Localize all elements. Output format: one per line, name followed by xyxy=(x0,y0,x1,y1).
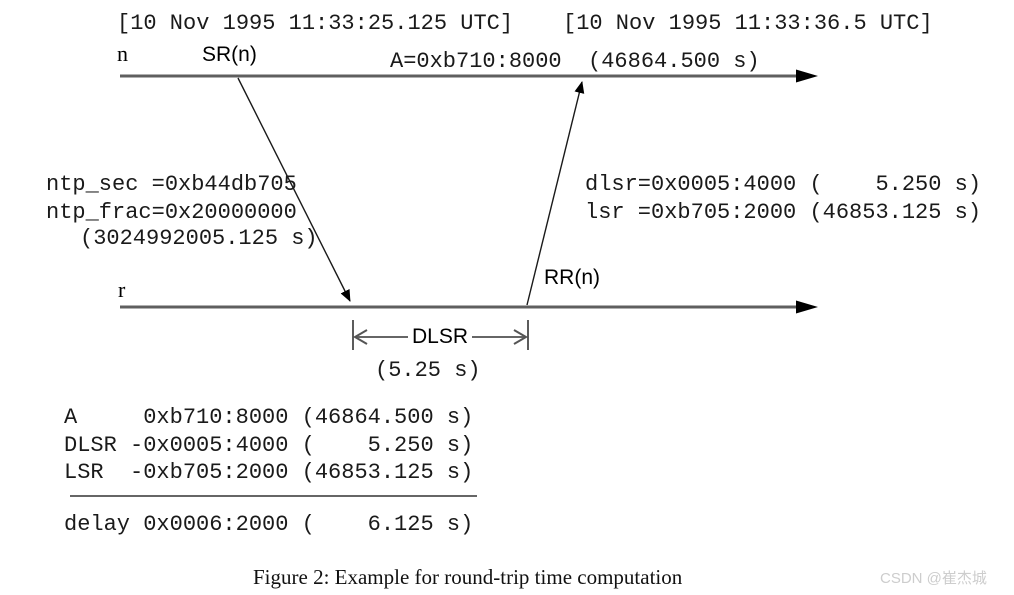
sender-endpoint-label: n xyxy=(117,41,128,66)
ntp-frac-line: ntp_frac=0x20000000 xyxy=(46,200,297,225)
computation-result-row: delay 0x0006:2000 ( 6.125 s) xyxy=(64,512,474,537)
dlsr-right-arrowhead xyxy=(513,329,528,345)
computation-row-dlsr: DLSR -0x0005:4000 ( 5.250 s) xyxy=(64,433,474,458)
receiver-endpoint-label: r xyxy=(118,277,126,302)
dlsr-value-line: dlsr=0x0005:4000 ( 5.250 s) xyxy=(585,172,982,197)
computation-row-lsr: LSR -0xb705:2000 (46853.125 s) xyxy=(64,460,474,485)
dlsr-measure-label: DLSR xyxy=(408,325,473,349)
rr-report-arrow xyxy=(526,81,585,306)
sender-timeline-arrowhead xyxy=(796,69,818,83)
ntp-sec-line: ntp_sec =0xb44db705 xyxy=(46,172,297,197)
receiver-timeline-arrowhead xyxy=(796,300,818,314)
watermark: CSDN @崔杰城 xyxy=(880,570,987,587)
dlsr-left-arrowhead xyxy=(353,329,368,345)
sr-packet-arrow xyxy=(237,77,351,302)
timestamp-left: [10 Nov 1995 11:33:25.125 UTC] xyxy=(117,11,514,36)
figure-caption: Figure 2: Example for round-trip time co… xyxy=(253,565,683,589)
arrival-time-label: A=0xb710:8000 (46864.500 s) xyxy=(390,49,760,74)
dlsr-seconds-label: (5.25 s) xyxy=(375,358,481,383)
computation-row-a: A 0xb710:8000 (46864.500 s) xyxy=(64,405,474,430)
rr-report-label: RR(n) xyxy=(544,266,600,289)
lsr-value-line: lsr =0xb705:2000 (46853.125 s) xyxy=(585,200,982,225)
sr-packet-label: SR(n) xyxy=(202,43,257,66)
ntp-seconds-line: (3024992005.125 s) xyxy=(80,226,318,251)
timestamp-right: [10 Nov 1995 11:33:36.5 UTC] xyxy=(563,11,933,36)
